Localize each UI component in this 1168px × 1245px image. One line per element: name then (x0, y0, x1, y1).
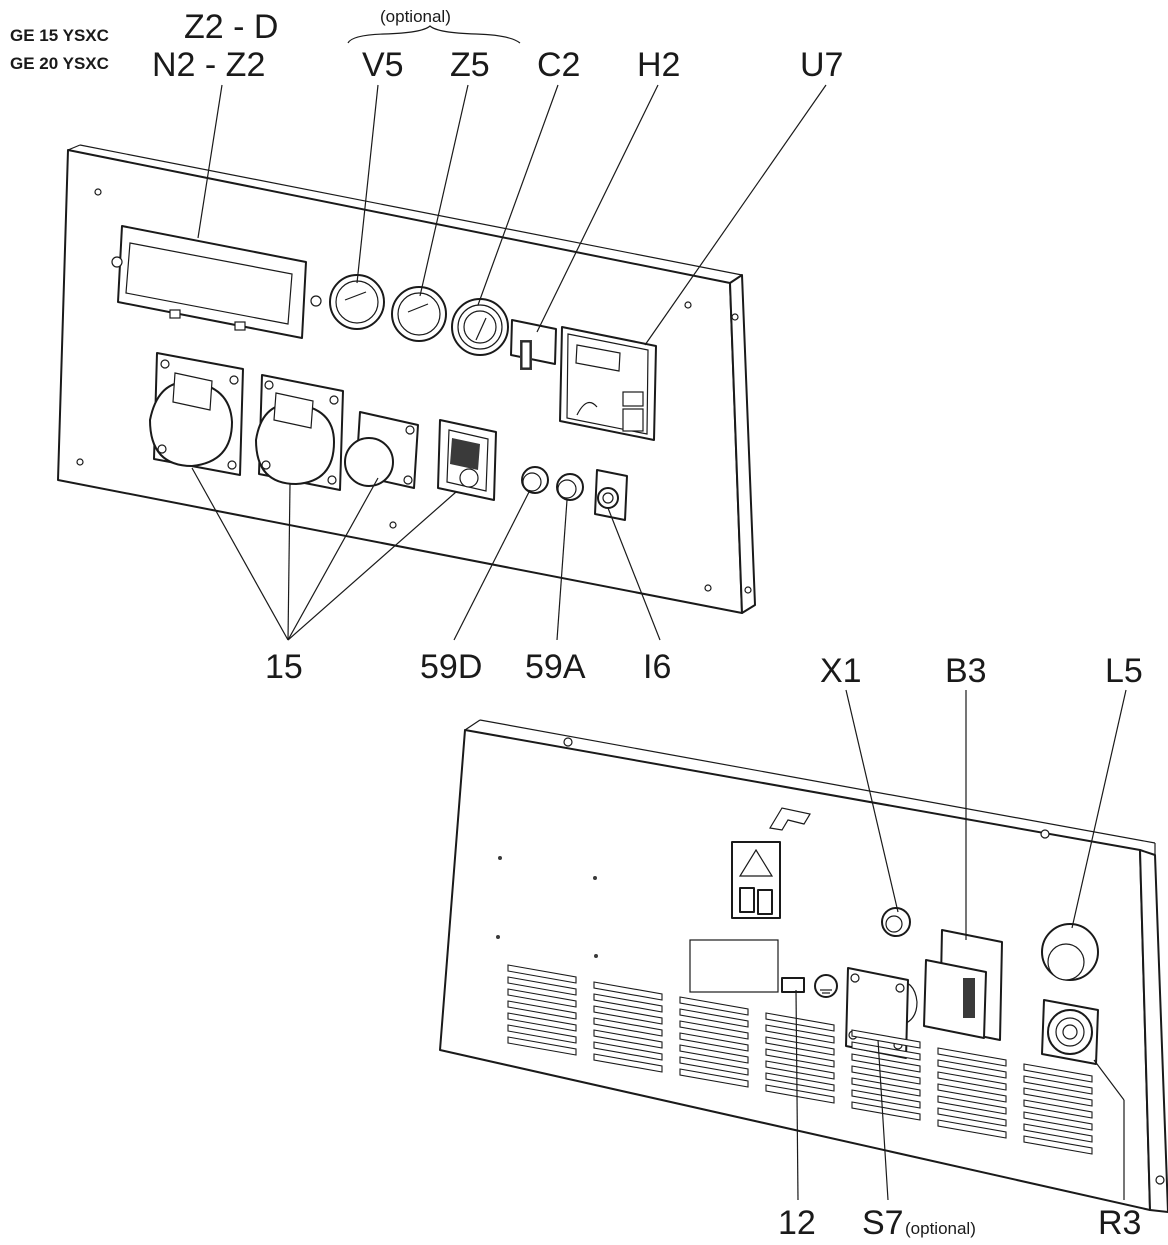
optional-note-top: (optional) (380, 7, 451, 26)
vent-slat (765, 1072, 835, 1092)
vent-slat (507, 1036, 577, 1056)
rear-panel (439, 689, 1168, 1213)
vent-slat (593, 1029, 663, 1049)
vent-slat (679, 1056, 749, 1076)
label-l5: L5 (1105, 652, 1143, 690)
socket-4 (437, 419, 497, 501)
vent-slat (593, 993, 663, 1013)
vent-slat (937, 1083, 1007, 1103)
vent-grilles (507, 964, 1093, 1155)
warning-label (731, 841, 781, 919)
emergency-stop-l5 (1041, 923, 1099, 981)
label-h2: H2 (637, 46, 680, 84)
vent-slat (507, 976, 577, 996)
vent-slat (937, 1095, 1007, 1115)
label-u7: U7 (800, 46, 843, 84)
label-r3: R3 (1098, 1204, 1141, 1242)
vent-slat (851, 1089, 921, 1109)
vent-slat (851, 1101, 921, 1121)
vent-slat (1023, 1111, 1093, 1131)
front-control-panel (57, 25, 827, 641)
vent-slat (593, 1041, 663, 1061)
label-z2-d: Z2 - D (184, 8, 278, 46)
gauge-v5 (329, 274, 385, 330)
control-module-u7 (559, 326, 657, 441)
label-12: 12 (778, 1204, 816, 1242)
label-c2: C2 (537, 46, 580, 84)
display-window-z2 (111, 225, 322, 339)
vent-slat (937, 1107, 1007, 1127)
lamp-59d (521, 466, 549, 494)
vent-slat (937, 1071, 1007, 1091)
vent-slat (679, 996, 749, 1016)
toggle-switch-i6 (594, 469, 628, 521)
vent-slat (1023, 1087, 1093, 1107)
earth-terminal-12 (781, 974, 838, 998)
cable-gland-r3 (1041, 999, 1099, 1065)
gauge-c2 (451, 298, 509, 356)
vent-slat (679, 1020, 749, 1040)
battery-block-b3 (923, 929, 1003, 1041)
vent-slat (851, 1029, 921, 1049)
info-plate (689, 939, 779, 993)
vent-slat (1023, 1075, 1093, 1095)
vent-slat (937, 1119, 1007, 1139)
vent-slat (593, 981, 663, 1001)
vent-slat (1023, 1099, 1093, 1119)
label-x1: X1 (820, 652, 862, 690)
vent-slat (851, 1065, 921, 1085)
vent-slat (679, 1008, 749, 1028)
vent-slat (937, 1047, 1007, 1067)
vent-slat (765, 1012, 835, 1032)
optional-note-s7: (optional) (905, 1219, 976, 1238)
lamp-59a (556, 473, 584, 501)
vent-slat (507, 1024, 577, 1044)
vent-slat (851, 1041, 921, 1061)
vent-slat (679, 1032, 749, 1052)
model-ge20-label: GE 20 YSXC (10, 54, 109, 73)
socket-3 (344, 411, 419, 489)
selector-switch-h2 (510, 319, 557, 370)
vent-slat (679, 1068, 749, 1088)
label-b3: B3 (945, 652, 987, 690)
vent-slat (851, 1077, 921, 1097)
vent-slat (507, 988, 577, 1008)
label-15: 15 (265, 648, 303, 686)
vent-slat (765, 1024, 835, 1044)
vent-slat (851, 1053, 921, 1073)
vent-slat (1023, 1123, 1093, 1143)
vent-slat (765, 1060, 835, 1080)
label-s7: S7 (862, 1204, 904, 1242)
vent-slat (593, 1005, 663, 1025)
vent-slat (1023, 1135, 1093, 1155)
vent-slat (1023, 1063, 1093, 1083)
vent-slat (507, 1012, 577, 1032)
label-59d: 59D (420, 648, 482, 686)
gauge-z5 (391, 286, 447, 342)
label-i6: I6 (643, 648, 671, 686)
label-v5: V5 (362, 46, 404, 84)
vent-slat (593, 1053, 663, 1073)
vent-slat (593, 1017, 663, 1037)
model-ge15-label: GE 15 YSXC (10, 26, 109, 45)
vent-slat (507, 964, 577, 984)
vent-slat (765, 1048, 835, 1068)
label-n2-z2: N2 - Z2 (152, 46, 265, 84)
connector-x1 (881, 907, 911, 937)
socket-2 (255, 374, 344, 491)
label-z5: Z5 (450, 46, 490, 84)
label-59a: 59A (525, 648, 586, 686)
vent-slat (765, 1084, 835, 1104)
vent-slat (765, 1036, 835, 1056)
socket-1 (149, 352, 244, 476)
vent-slat (507, 1000, 577, 1020)
vent-slat (937, 1059, 1007, 1079)
vent-slat (679, 1044, 749, 1064)
